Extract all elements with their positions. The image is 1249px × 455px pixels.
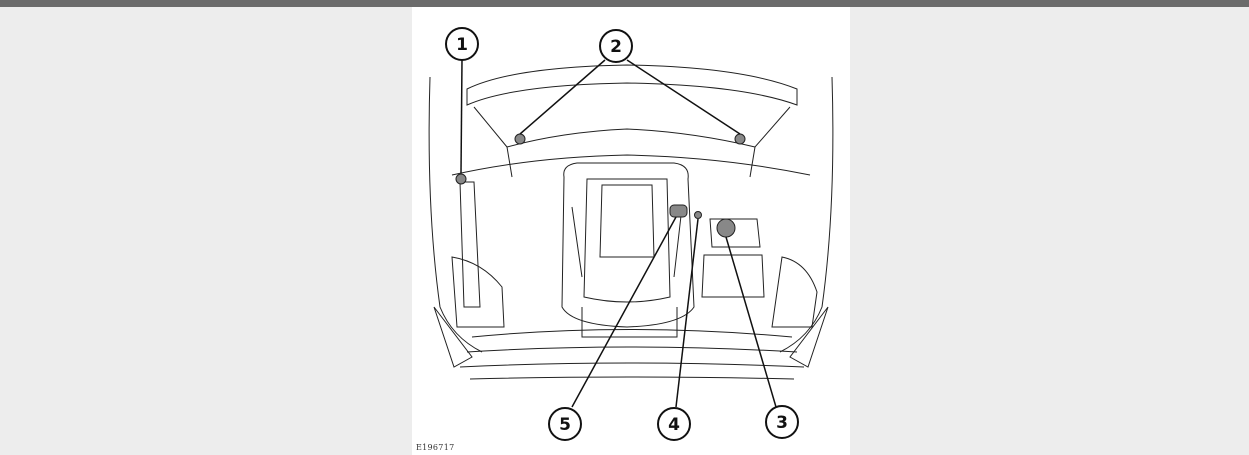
callout-1: 1 <box>445 27 479 61</box>
engine-bay-diagram: 1 2 3 4 5 E196717 <box>412 7 850 455</box>
callout-1-label: 1 <box>456 35 468 55</box>
leader-lines <box>460 59 777 408</box>
marker-1 <box>455 173 467 185</box>
callout-3-label: 3 <box>776 413 788 433</box>
figure-id-label: E196717 <box>416 443 455 452</box>
callout-4: 4 <box>657 407 691 441</box>
marker-2-right <box>734 133 746 145</box>
callout-2: 2 <box>599 29 633 63</box>
callout-2-label: 2 <box>610 37 622 57</box>
top-bar <box>0 0 1249 7</box>
marker-3 <box>716 218 736 238</box>
marker-2-left <box>514 133 526 145</box>
callouts: 1 2 3 4 5 <box>445 27 799 441</box>
diagram-svg: 1 2 3 4 5 <box>428 27 834 441</box>
callout-5-label: 5 <box>559 415 571 435</box>
marker-4 <box>694 211 702 219</box>
vehicle-outline <box>428 64 834 380</box>
callout-5: 5 <box>548 407 582 441</box>
callout-markers <box>455 133 746 238</box>
callout-4-label: 4 <box>668 415 680 435</box>
marker-5 <box>669 204 688 218</box>
callout-3: 3 <box>765 405 799 439</box>
